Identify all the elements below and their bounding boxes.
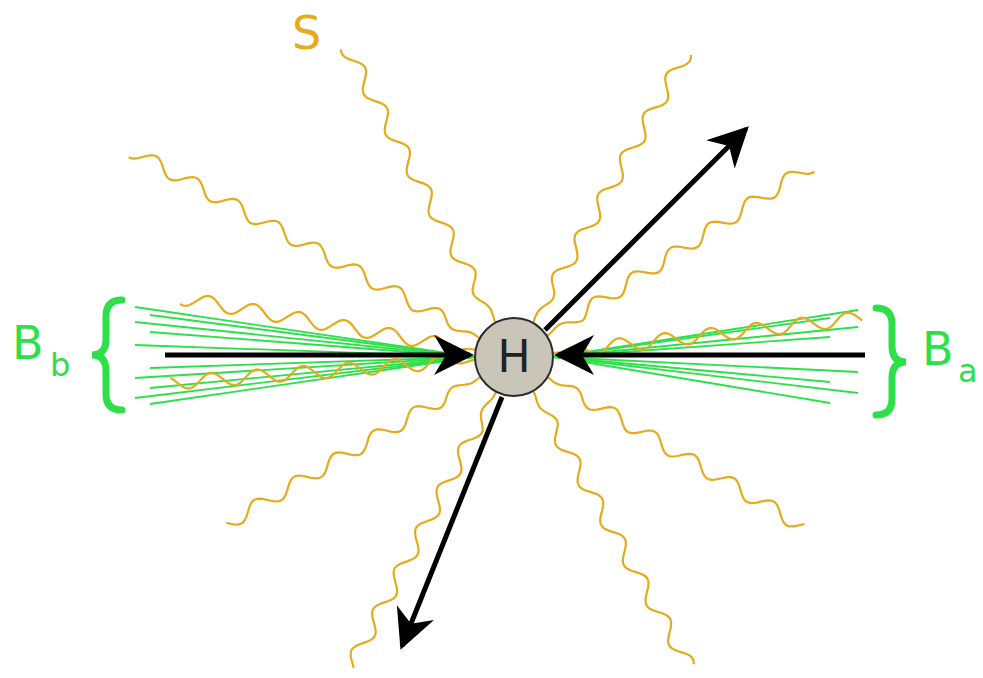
incoming-arrow	[558, 353, 865, 358]
curly-bracket	[876, 308, 906, 415]
soft-gluon-line	[533, 390, 694, 664]
curly-bracket	[92, 300, 122, 410]
jet-line	[554, 318, 830, 357]
soft-radiation	[129, 49, 862, 668]
soft-gluon-line	[129, 155, 481, 339]
beam-label: B	[12, 320, 44, 366]
jet-line	[135, 345, 474, 357]
incoming-arrow	[165, 353, 470, 358]
hard-vertex-circle: H	[474, 317, 554, 397]
momentum-arrows	[165, 129, 865, 646]
jet-line	[554, 357, 830, 403]
jet-line	[135, 322, 474, 357]
soft-gluon-line	[171, 357, 477, 389]
outgoing-arrow	[545, 129, 746, 330]
jet-line	[150, 332, 474, 357]
vertex-label: H	[497, 335, 530, 379]
soft-gluon-line	[547, 376, 805, 526]
outgoing-arrow	[402, 397, 502, 646]
soft-gluon-line	[351, 391, 497, 668]
soft-gluon-line	[533, 55, 691, 324]
beam-subscript: a	[958, 355, 978, 387]
soft-gluon-line	[226, 376, 481, 524]
jet-line	[554, 310, 858, 357]
jet-line	[135, 357, 474, 378]
jet-line	[554, 357, 858, 393]
soft-gluon-line	[341, 49, 496, 323]
soft-label: S	[292, 10, 321, 56]
beam-label: B	[922, 326, 954, 372]
jet-line	[554, 357, 830, 382]
jet-line	[135, 357, 474, 398]
soft-gluon-line	[552, 313, 862, 355]
soft-gluon-line	[180, 296, 477, 350]
beam-subscript: b	[50, 349, 70, 381]
